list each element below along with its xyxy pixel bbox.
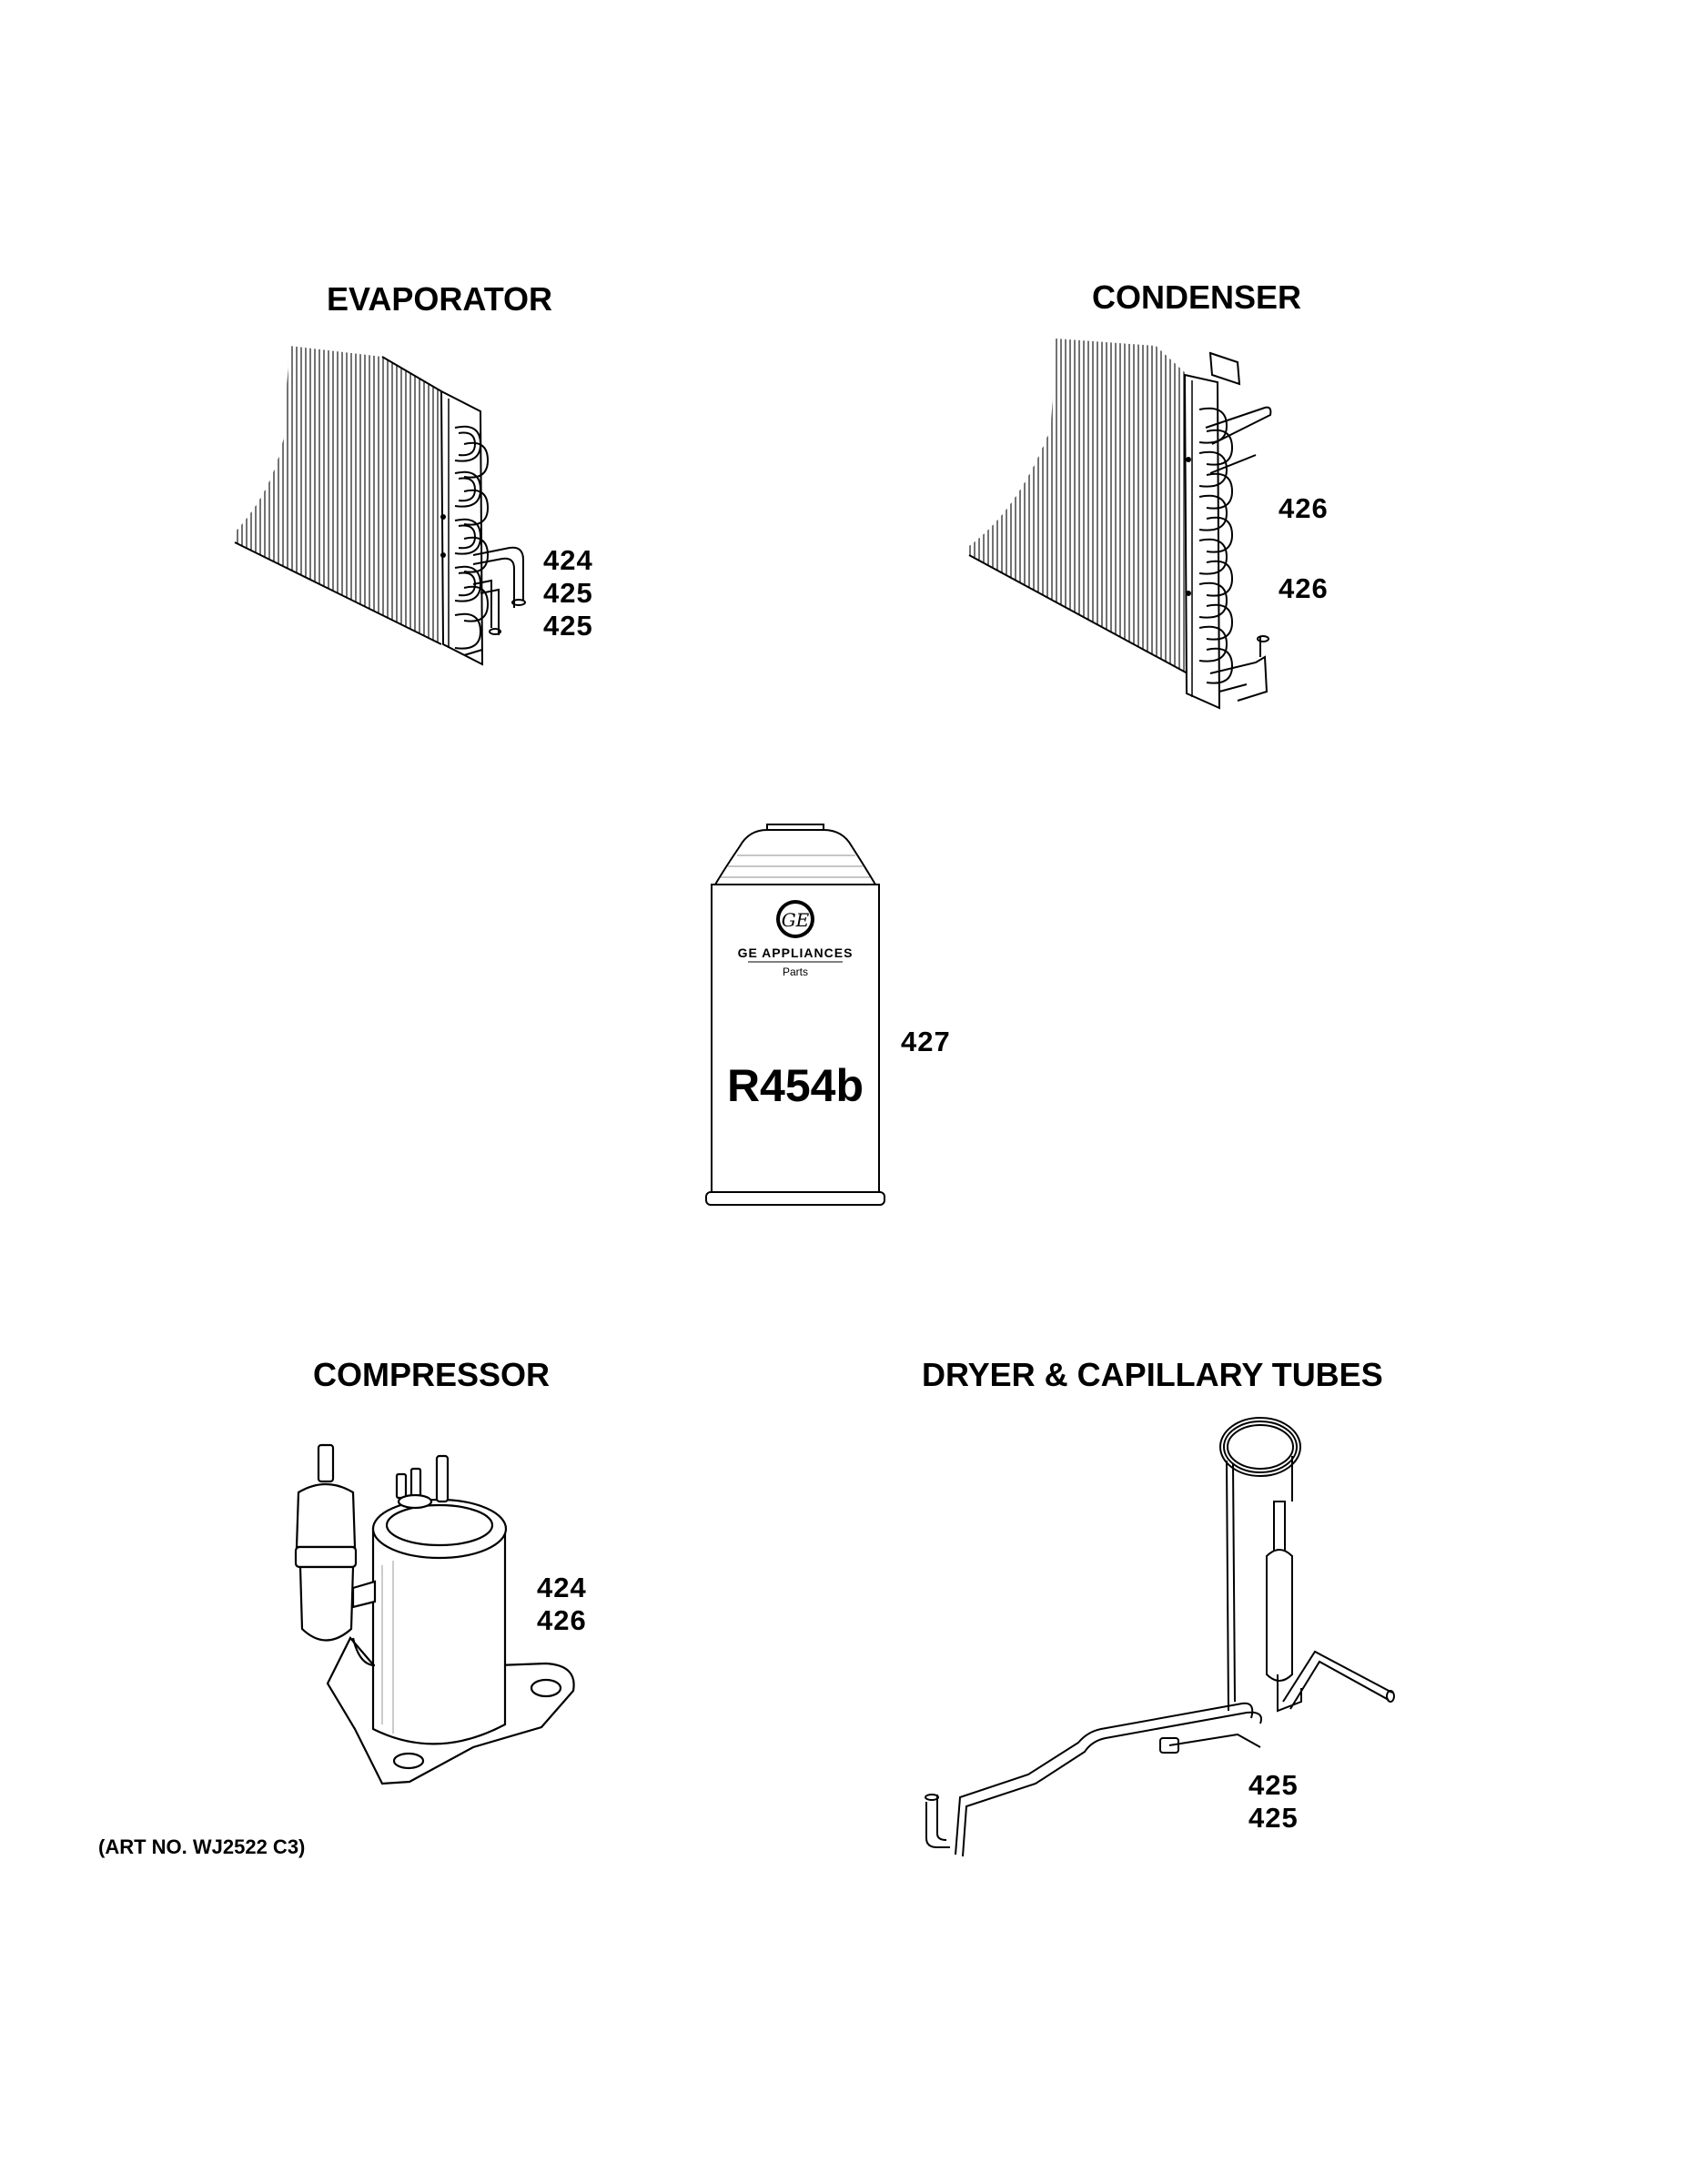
compressor-title: COMPRESSOR (313, 1356, 551, 1393)
compressor-callout-2: 426 (537, 1604, 587, 1636)
evaporator-callout-1: 424 (543, 544, 593, 576)
condenser-title: CONDENSER (1092, 278, 1302, 316)
dryer-title: DRYER & CAPILLARY TUBES (922, 1356, 1383, 1393)
refrigerant-callout-1: 427 (901, 1026, 951, 1057)
compressor-callout-1: 424 (537, 1572, 587, 1603)
ge-logo-text: GE (782, 909, 810, 931)
can-refrigerant-label: R454b (727, 1060, 864, 1111)
condenser-callout-2: 426 (1279, 572, 1329, 604)
can-subtitle-text: Parts (783, 966, 808, 978)
evaporator-title: EVAPORATOR (327, 280, 553, 318)
art-number: (ART NO. WJ2522 C3) (98, 1835, 306, 1858)
can-brand-text: GE APPLIANCES (738, 945, 854, 960)
dryer-callout-2: 425 (1248, 1802, 1299, 1834)
evaporator-callout-3: 425 (543, 610, 593, 642)
condenser-callout-1: 426 (1279, 492, 1329, 524)
evaporator-callout-2: 425 (543, 577, 593, 609)
dryer-callout-1: 425 (1248, 1769, 1299, 1801)
